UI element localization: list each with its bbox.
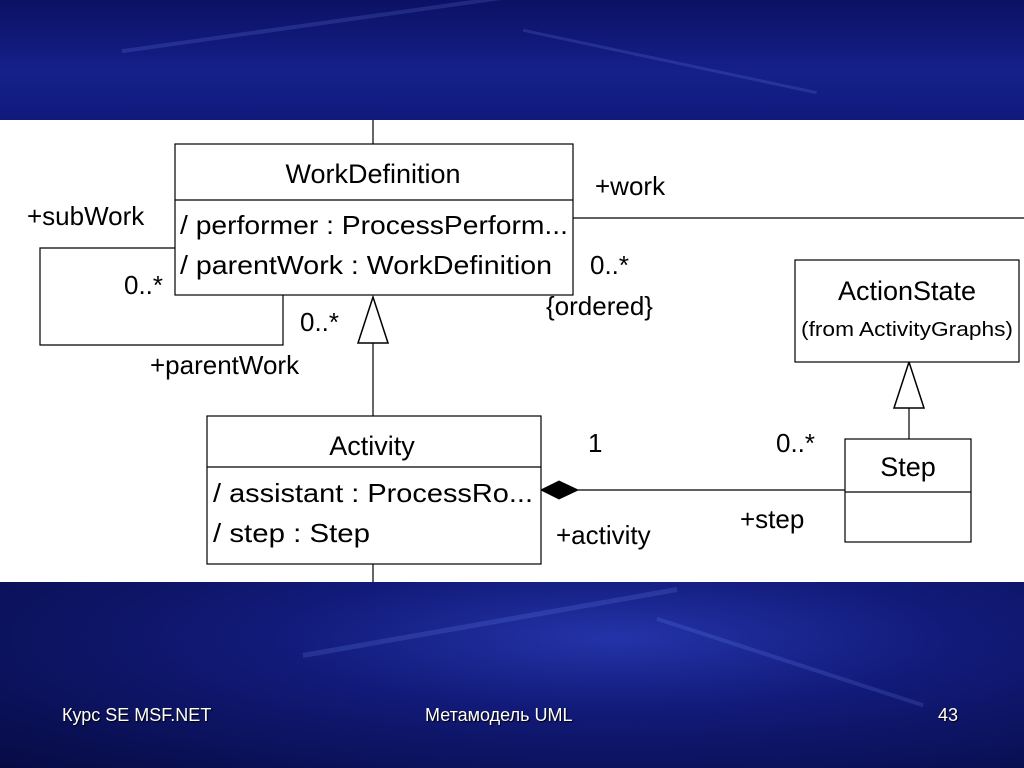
- background-bottom: [0, 582, 1024, 768]
- role-work: +work: [595, 171, 666, 201]
- multiplicity-activity: 1: [588, 428, 602, 458]
- class-attribute: / step : Step: [213, 518, 370, 548]
- role-step: +step: [740, 504, 804, 534]
- page-number: 43: [938, 705, 959, 725]
- generalization-arrow: [892, 359, 926, 409]
- class-name: Step: [880, 452, 936, 482]
- class-attribute: / performer : ProcessPerform...: [180, 210, 568, 240]
- footer-title: Метамодель UML: [425, 705, 573, 725]
- class-activity[interactable]: Activity / assistant : ProcessRo... / st…: [206, 415, 542, 565]
- class-name: WorkDefinition: [285, 159, 460, 189]
- class-step[interactable]: Step: [844, 438, 972, 543]
- class-action-state[interactable]: ActionState (from ActivityGraphs): [794, 259, 1020, 363]
- role-parent-work: +parentWork: [150, 350, 300, 380]
- multiplicity-work: 0..*: [590, 250, 629, 280]
- multiplicity-step: 0..*: [776, 428, 815, 458]
- background-top: [0, 0, 1024, 120]
- class-stereotype: (from ActivityGraphs): [801, 319, 1013, 341]
- composition-diamond: [539, 480, 580, 500]
- multiplicity-sub-work: 0..*: [124, 270, 163, 300]
- class-attribute: / assistant : ProcessRo...: [213, 478, 533, 508]
- multiplicity-parent-work: 0..*: [300, 307, 339, 337]
- self-association-line: [39, 247, 284, 346]
- class-attribute: / parentWork : WorkDefinition: [180, 250, 552, 280]
- class-name: Activity: [329, 431, 415, 461]
- class-name: ActionState: [838, 276, 976, 306]
- class-work-definition[interactable]: WorkDefinition / performer : ProcessPerf…: [174, 143, 574, 296]
- generalization-arrow: [356, 294, 390, 344]
- role-sub-work: +subWork: [27, 201, 145, 231]
- role-activity: +activity: [556, 520, 651, 550]
- constraint-ordered: {ordered}: [546, 291, 653, 321]
- footer-course: Курс SE MSF.NET: [62, 705, 212, 725]
